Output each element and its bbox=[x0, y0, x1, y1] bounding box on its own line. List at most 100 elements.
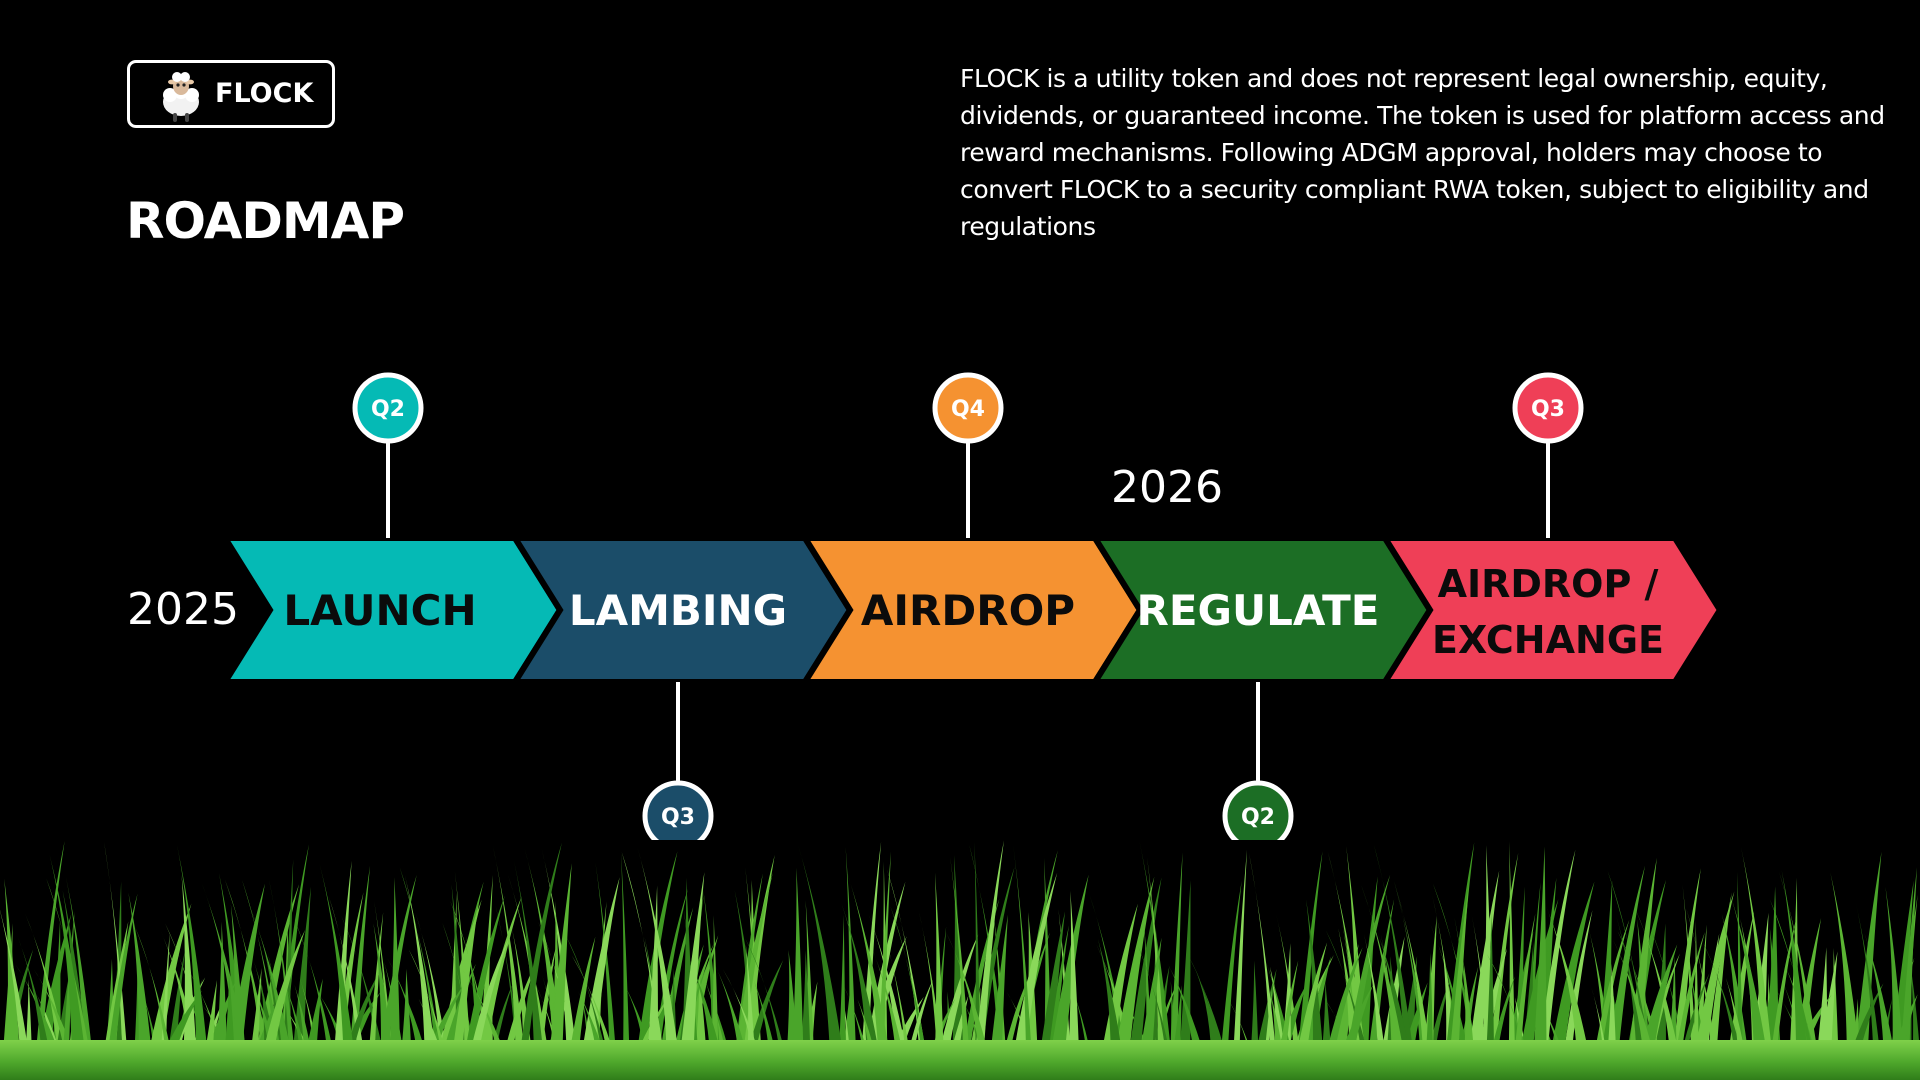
grass-blade bbox=[104, 893, 138, 1080]
grass-blade bbox=[645, 885, 659, 1080]
grass-blade bbox=[460, 895, 505, 1080]
grass-blade bbox=[230, 904, 248, 1080]
grass-blade bbox=[1590, 919, 1630, 1080]
stage-label: EXCHANGE bbox=[1432, 618, 1664, 662]
grass-blade bbox=[1248, 852, 1279, 1080]
grass-blade bbox=[577, 877, 620, 1080]
grass-blade bbox=[1560, 910, 1593, 1080]
grass-blade bbox=[1514, 899, 1559, 1080]
grass-blade bbox=[841, 904, 884, 1080]
grass-blade bbox=[1111, 876, 1155, 1080]
grass-blade bbox=[328, 896, 369, 1080]
grass-blade bbox=[845, 847, 857, 1080]
grass-blade bbox=[546, 863, 572, 1080]
grass-blade bbox=[797, 843, 847, 1080]
grass-blade bbox=[128, 892, 155, 1080]
grass-blade bbox=[1443, 842, 1475, 1080]
grass-blade bbox=[176, 844, 211, 1080]
grass-blade bbox=[637, 847, 683, 1080]
grass-blade bbox=[1484, 913, 1495, 1080]
disclaimer-text: FLOCK is a utility token and does not re… bbox=[960, 64, 1885, 241]
stage-label: AIRDROP bbox=[861, 586, 1075, 635]
brand-name: FLOCK bbox=[215, 78, 314, 109]
grass-blade bbox=[1605, 865, 1646, 1080]
grass-blade bbox=[1177, 880, 1191, 1080]
stage-label: AIRDROP / bbox=[1438, 562, 1659, 606]
grass-blade bbox=[1036, 911, 1066, 1080]
grass-blade bbox=[1125, 877, 1162, 1080]
quarter-label: Q3 bbox=[1531, 397, 1565, 422]
grass-blade bbox=[1511, 913, 1536, 1080]
grass-blade bbox=[876, 851, 891, 1080]
stage-label: REGULATE bbox=[1137, 586, 1380, 635]
grass-blade bbox=[1046, 874, 1089, 1080]
grass-blade bbox=[1295, 851, 1323, 1080]
grass-blade bbox=[111, 881, 122, 1080]
stage-chevron bbox=[1379, 535, 1724, 685]
grass-blade bbox=[1365, 899, 1395, 1080]
grass-blade bbox=[449, 900, 480, 1080]
grass-blade bbox=[1767, 917, 1797, 1080]
year-mid-label: 2026 bbox=[1111, 462, 1223, 513]
roadmap-diagram: LAUNCHQ2LAMBINGQ3AIRDROPQ4REGULATEQ2AIRD… bbox=[127, 372, 1724, 840]
grass-blade bbox=[791, 867, 805, 1080]
grass-blade bbox=[1096, 903, 1138, 1080]
quarter-marker bbox=[1222, 780, 1294, 840]
grass-blade bbox=[594, 853, 618, 1080]
grass-blade bbox=[1447, 884, 1470, 1080]
grass-blade bbox=[987, 914, 1008, 1080]
grass-blade bbox=[1275, 913, 1303, 1080]
grass-blade bbox=[1740, 846, 1775, 1080]
grass-blade bbox=[677, 872, 705, 1080]
grass-blade bbox=[268, 879, 298, 1080]
grass-blade bbox=[516, 842, 562, 1080]
grass-blade bbox=[513, 860, 546, 1080]
grass-blade bbox=[46, 878, 95, 1080]
stage-label: LAMBING bbox=[569, 586, 787, 635]
grass-blade bbox=[399, 867, 446, 1080]
grass-blade bbox=[1616, 915, 1649, 1080]
grass-blade bbox=[454, 871, 472, 1080]
grass-blade bbox=[1373, 844, 1417, 1080]
grass-blade bbox=[1705, 892, 1732, 1080]
page-title: ROADMAP bbox=[126, 192, 405, 250]
quarter-marker bbox=[642, 780, 714, 840]
grass-blade bbox=[1830, 872, 1863, 1080]
quarter-marker bbox=[932, 372, 1004, 444]
quarter-label: Q4 bbox=[951, 397, 985, 422]
grass-blade bbox=[1670, 868, 1701, 1080]
grass-blade bbox=[181, 875, 198, 1080]
grass-blade bbox=[1168, 852, 1183, 1080]
grass-blade bbox=[290, 886, 311, 1080]
grass-blade bbox=[1487, 852, 1519, 1080]
grass-blade bbox=[65, 877, 95, 1080]
grass-blade bbox=[948, 846, 972, 1080]
grass-blade bbox=[104, 841, 130, 1080]
grass-blade bbox=[890, 905, 931, 1080]
stage-label: LAUNCH bbox=[283, 586, 476, 635]
grass-blade bbox=[731, 872, 773, 1080]
grass-blade bbox=[49, 854, 89, 1080]
grass-blade bbox=[1394, 881, 1431, 1080]
grass-blade bbox=[1231, 849, 1247, 1080]
year-start-label: 2025 bbox=[127, 584, 239, 635]
quarter-label: Q3 bbox=[661, 805, 695, 830]
grass-blade bbox=[1361, 885, 1409, 1080]
grass-blade bbox=[366, 912, 384, 1080]
grass-blade bbox=[1855, 900, 1883, 1080]
grass-blade bbox=[1721, 914, 1752, 1080]
grass-blade bbox=[1635, 908, 1685, 1080]
grass-blade bbox=[1009, 872, 1058, 1080]
grass-blade bbox=[1218, 880, 1242, 1080]
grass-blade bbox=[972, 840, 1004, 1080]
grass-blade bbox=[347, 865, 371, 1080]
grass-blade bbox=[934, 872, 945, 1080]
grass-base bbox=[0, 1040, 1920, 1080]
grass-blade bbox=[1396, 890, 1435, 1080]
grass-blade bbox=[341, 915, 389, 1080]
grass-blade bbox=[248, 903, 297, 1080]
grass-blade bbox=[1465, 870, 1500, 1080]
quarter-marker bbox=[1512, 372, 1584, 444]
grass-blade bbox=[1690, 891, 1735, 1080]
quarter-label: Q2 bbox=[371, 397, 405, 422]
